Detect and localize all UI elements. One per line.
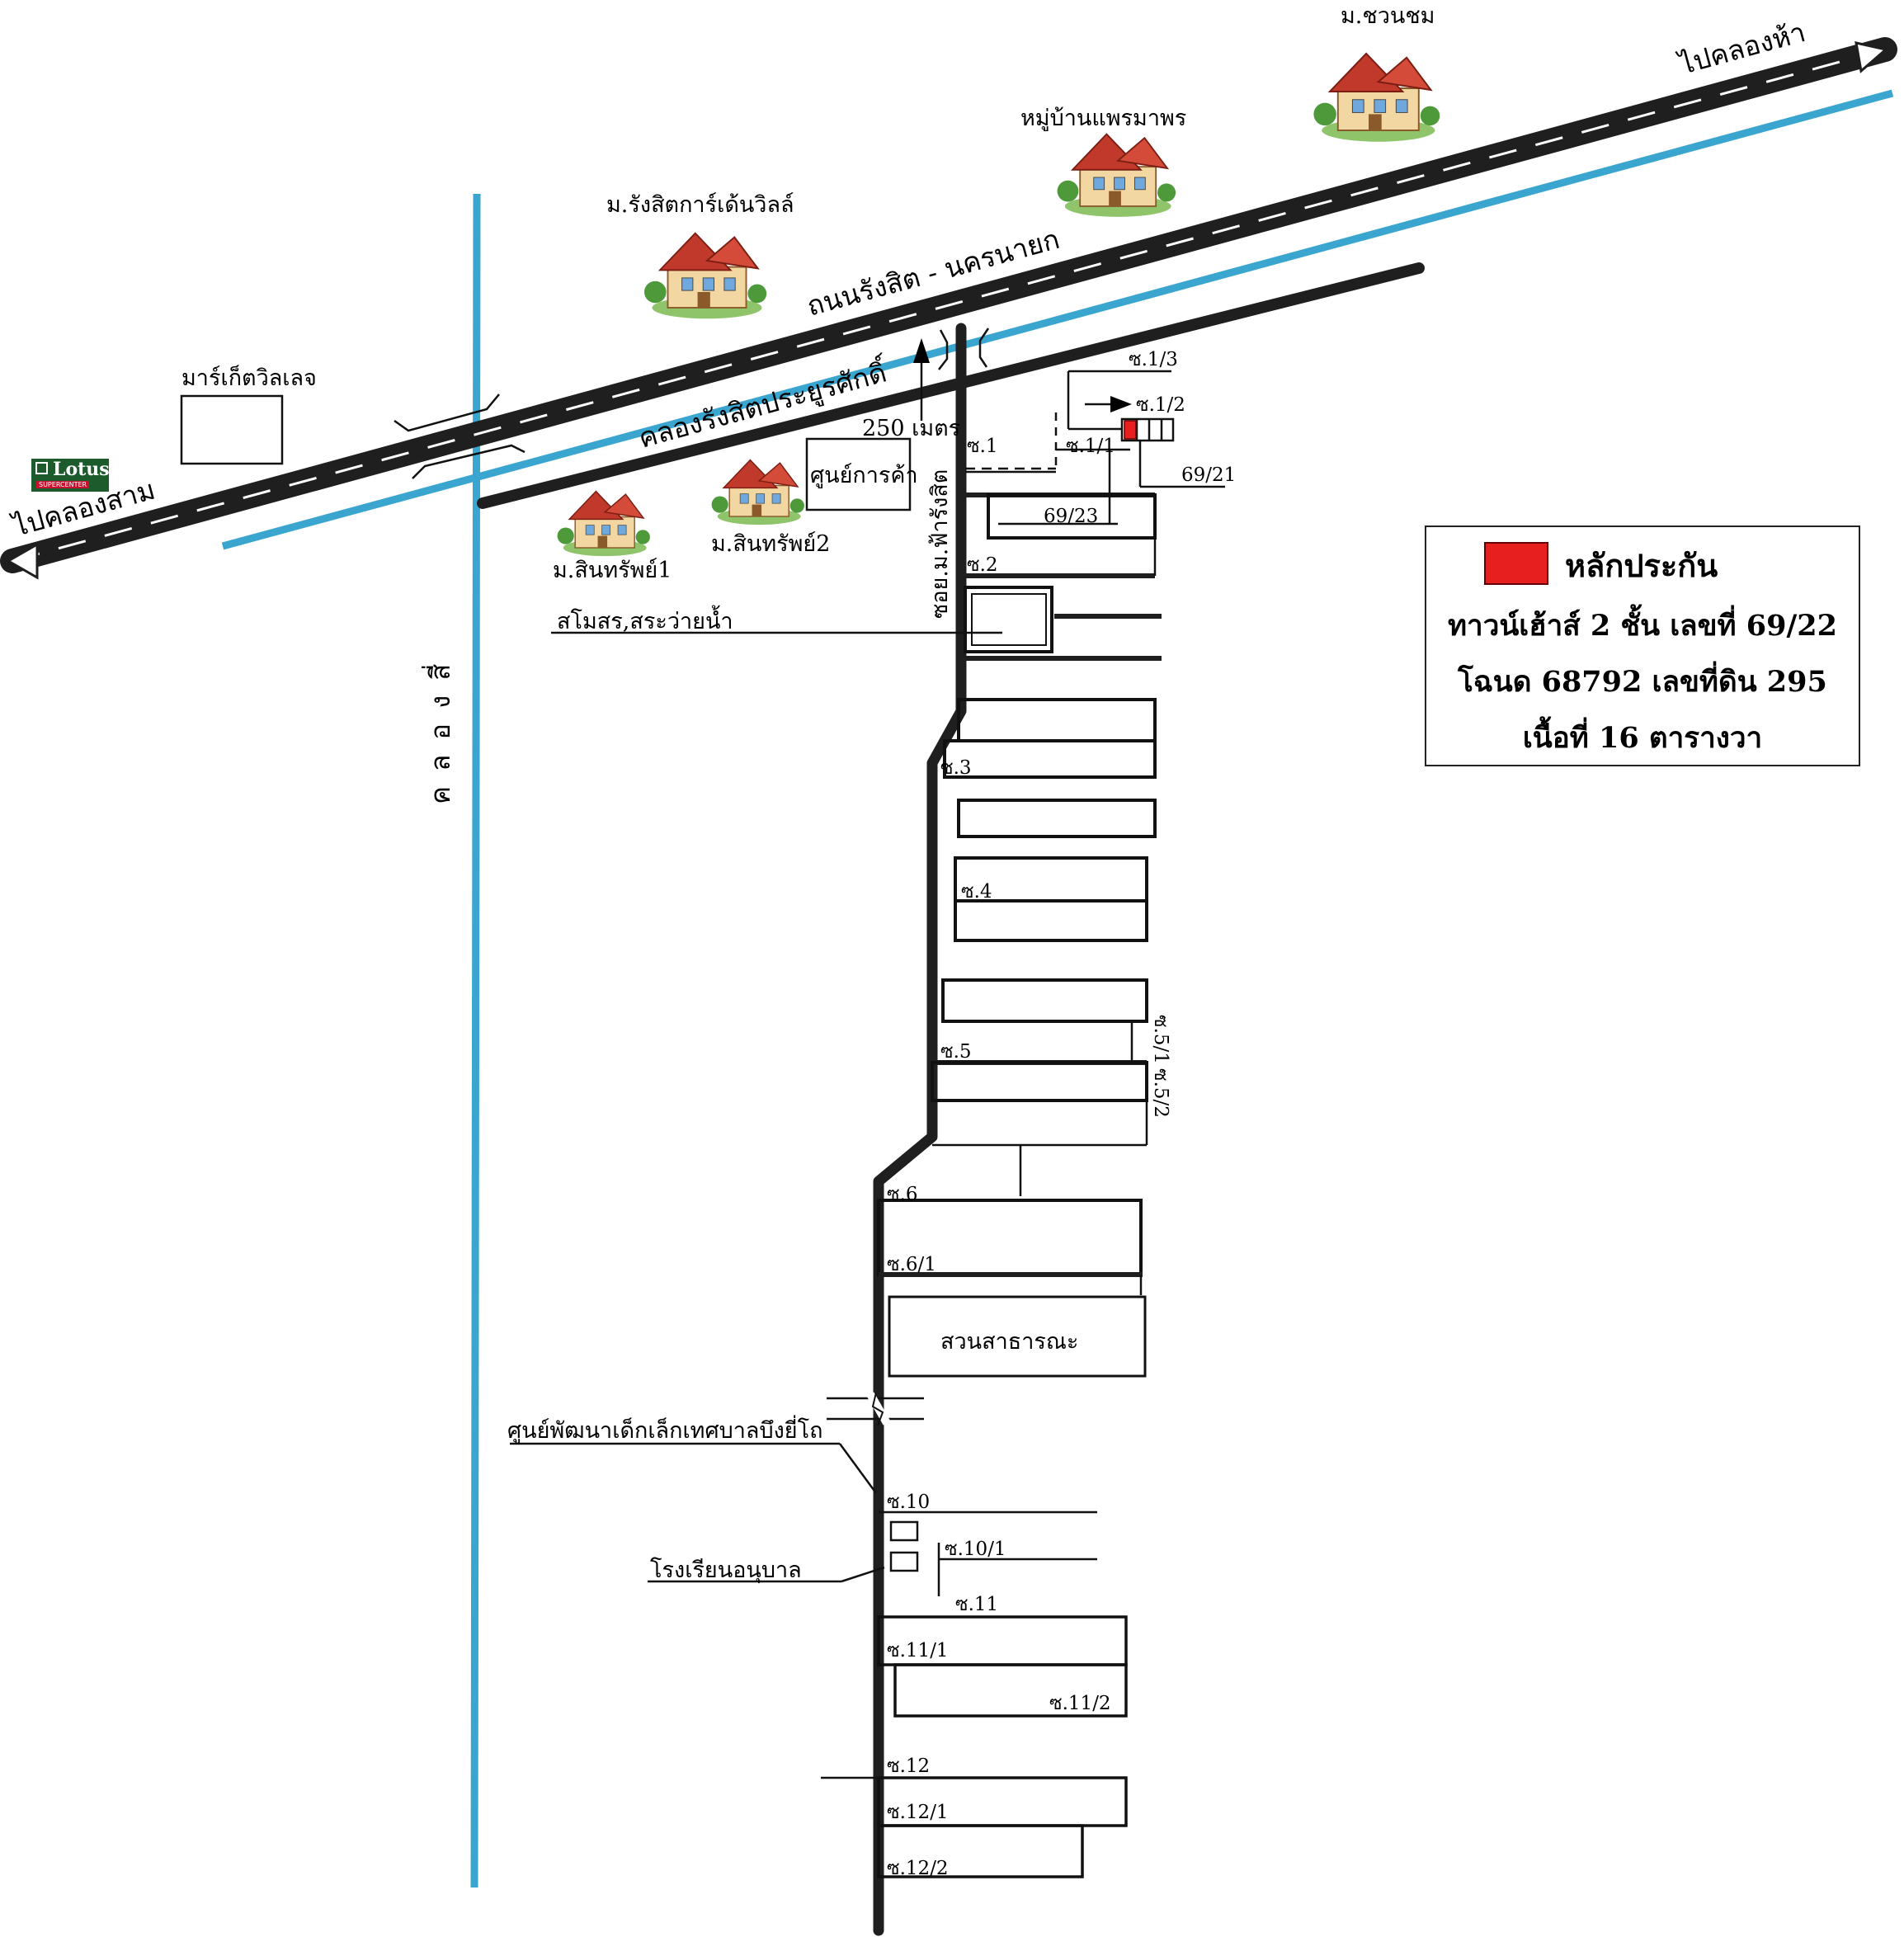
lotus-name: Lotus — [53, 459, 110, 480]
legend: หลักประกัน ทาวน์เฮ้าส์ 2 ชั้น เลขที่ 69/… — [1425, 525, 1860, 766]
collateral-marker — [1124, 420, 1137, 440]
soi-1-3-label: ซ.1/3 — [1129, 349, 1178, 370]
main-soi-label: ซอย.ม.ฟ้ารังสิต — [927, 469, 953, 619]
public-park-label: สวนสาธารณะ — [940, 1329, 1078, 1355]
soi-1-1-label: ซ.1/1 — [1066, 436, 1115, 457]
soi-6-1-label: ซ.6/1 — [887, 1254, 936, 1275]
shopping-center-label: ศูนย์การค้า — [810, 462, 918, 488]
distance-label: 250 เมตร — [862, 416, 960, 441]
soi-10-label: ซ.10 — [887, 1492, 930, 1513]
legend-line-1: ทาวน์เฮ้าส์ 2 ชั้น เลขที่ 69/22 — [1447, 609, 1838, 643]
frontage-road — [477, 262, 1425, 509]
soi-5-label: ซ.5 — [940, 1041, 972, 1063]
market-village-label: มาร์เก็ตวิลเลจ — [181, 363, 317, 391]
house-69-21-label: 69/21 — [1181, 464, 1236, 486]
soi-2-label: ซ.2 — [967, 554, 998, 576]
soi-5-2-label: ซ.5/2 — [1150, 1068, 1171, 1118]
rangsit-garden-label: ม.รังสิตการ์เด้นวิลล์ — [606, 191, 794, 218]
house-icon — [556, 490, 651, 557]
chuanchom-label: ม.ชวนชม — [1341, 3, 1435, 29]
bridge-mark — [938, 329, 949, 370]
rangsit-canal — [221, 89, 1894, 550]
child-center-label: ศูนย์พัฒนาเด็กเล็กเทศบาลบึงยี่โถ — [507, 1415, 822, 1444]
soi-11-1-label: ซ.11/1 — [887, 1640, 949, 1661]
legend-line-2: โฉนด 68792 เลขที่ดิน 295 — [1458, 665, 1827, 699]
bridge-mark — [412, 444, 525, 479]
soi-10-1-label: ซ.10/1 — [945, 1539, 1006, 1560]
club-building — [964, 586, 1053, 653]
soi-12-2-label: ซ.12/2 — [887, 1858, 949, 1879]
club-label: สโมสร,สระว่ายน้ำ — [557, 605, 733, 634]
praemaporn-label: หมู่บ้านแพรมาพร — [1020, 106, 1186, 131]
sinsap1-label: ม.สินทรัพย์1 — [553, 557, 672, 583]
house-icon — [710, 459, 805, 525]
arrow-left-icon — [5, 542, 39, 580]
house-icon — [643, 232, 768, 320]
lotus-logo: Lotus SUPERCENTER — [31, 459, 110, 492]
child-center-building — [889, 1520, 919, 1542]
public-park-area — [888, 1295, 1147, 1378]
soi-3-label: ซ.3 — [940, 757, 972, 779]
market-village-building — [180, 394, 284, 465]
arrow-up-icon — [913, 338, 930, 363]
arrow-right-icon — [1110, 396, 1132, 412]
klong4-canal — [470, 193, 481, 1888]
lotus-sub: SUPERCENTER — [36, 481, 90, 488]
soi-5-1-label: ซ.5/1 — [1150, 1015, 1171, 1064]
soi-4-label: ซ.4 — [961, 881, 992, 903]
arrow-right-icon — [1855, 41, 1889, 73]
highway-centerline — [12, 48, 1886, 563]
house-icon — [1313, 52, 1441, 143]
kindergarten-building — [889, 1551, 919, 1572]
soi-6-label: ซ.6 — [887, 1184, 918, 1205]
sinsap2-label: ม.สินทรัพย์2 — [711, 530, 830, 557]
legend-line-3: เนื้อที่ 16 ตารางวา — [1522, 721, 1763, 755]
bridge-mark — [394, 394, 500, 432]
house-69-23-label: 69/23 — [1044, 506, 1098, 527]
soi-1-label: ซ.1 — [967, 436, 998, 457]
main-soi-road — [873, 323, 967, 1936]
soi-11-label: ซ.11 — [955, 1594, 998, 1615]
bridge-mark — [978, 328, 990, 368]
soi-12-1-label: ซ.12/1 — [887, 1802, 949, 1823]
legend-title: หลักประกัน — [1565, 547, 1718, 584]
klong4-label: คลองสี่ — [422, 649, 456, 804]
lotus-mark-icon — [35, 462, 48, 474]
soi-1-2-label: ซ.1/2 — [1136, 394, 1185, 416]
collateral-swatch — [1484, 542, 1548, 585]
shopping-center-building — [805, 437, 912, 511]
kindergarten-label: โรงเรียนอนุบาล — [650, 1558, 802, 1584]
soi-12-label: ซ.12 — [887, 1756, 930, 1777]
soi-11-2-label: ซ.11/2 — [1049, 1693, 1111, 1714]
house-icon — [1056, 133, 1177, 218]
